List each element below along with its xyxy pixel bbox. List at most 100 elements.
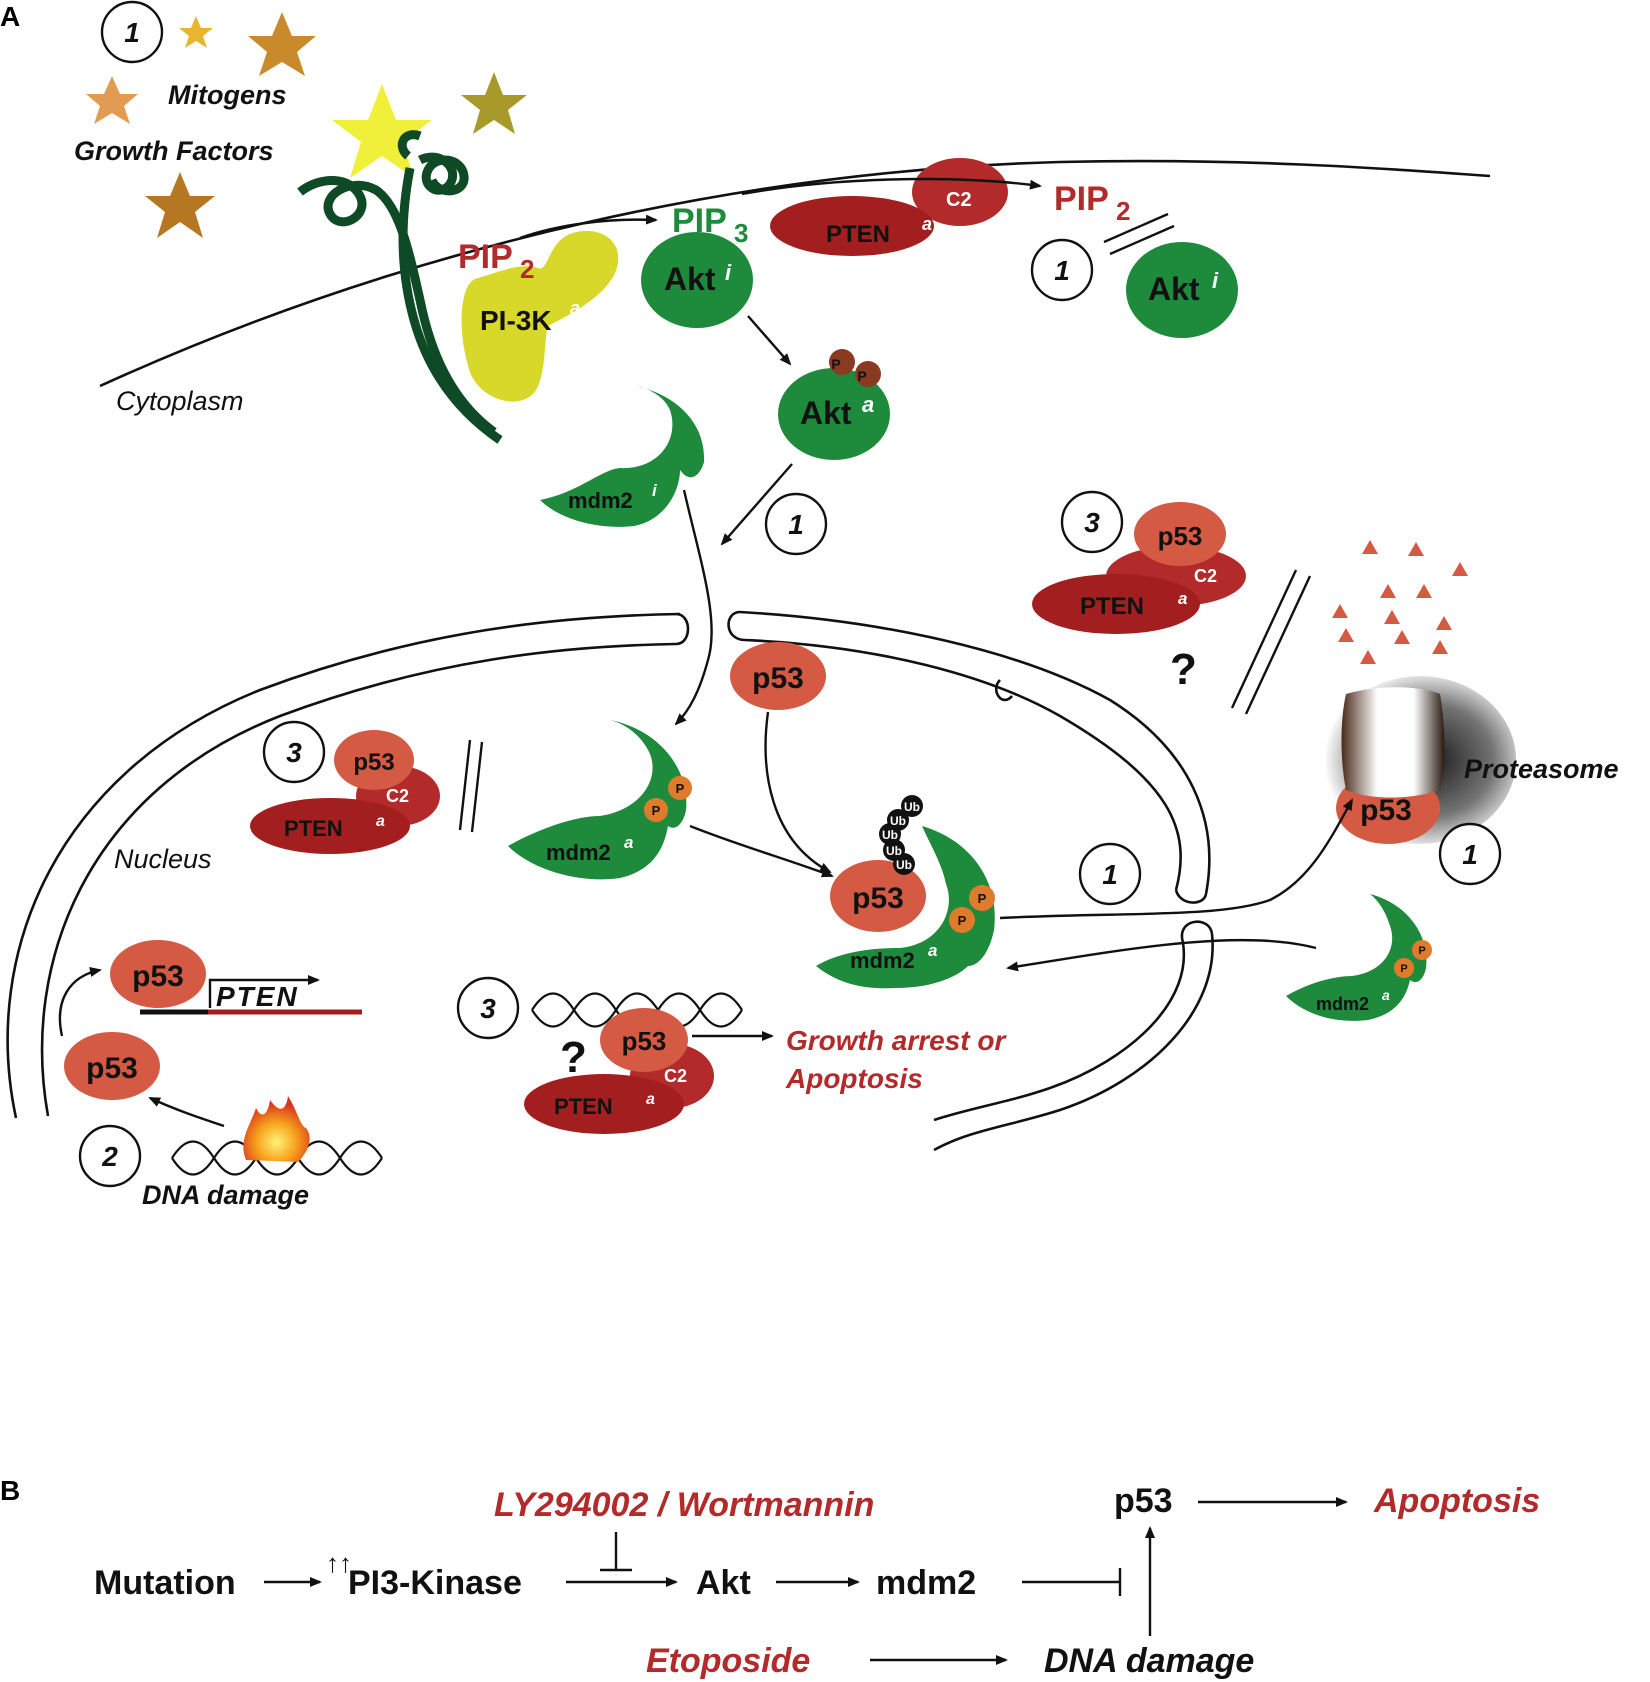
akt-b-label: Akt <box>696 1564 751 1602</box>
inhibitors-label: LY294002 / Wortmannin <box>494 1486 874 1524</box>
mdm2-recycled-label: mdm2 <box>1316 994 1369 1014</box>
arrow-pip2-to-pip3 <box>519 214 658 240</box>
cell-membrane <box>99 159 1491 388</box>
nuclear-envelope-right-inner <box>744 638 1182 891</box>
pten-cytoplasm-node <box>1032 574 1200 634</box>
phospho-p-icon <box>1412 940 1432 960</box>
p53-induced-label: p53 <box>86 1052 138 1085</box>
fire-icon <box>243 1096 310 1162</box>
arrow-akt-phosphorylates-mdm2 <box>720 463 793 546</box>
growth-factor-stars <box>86 12 527 238</box>
phospho-p-icon <box>644 798 668 822</box>
ubiquitin-chain: Ub Ub Ub Ub Ub <box>879 795 923 875</box>
mutation-label: Mutation <box>94 1564 236 1602</box>
phospho-label: P <box>652 803 661 818</box>
akt-inactive-right-node <box>1126 242 1238 338</box>
mdm2-b-label: mdm2 <box>876 1564 976 1602</box>
nuclear-envelope-inner <box>40 642 677 1117</box>
svg-text:1: 1 <box>1102 859 1118 890</box>
p53-dna-label: p53 <box>622 1026 667 1056</box>
p53-cytoplasm-label: p53 <box>1158 521 1203 551</box>
mdm2-complex-superscript: a <box>928 941 937 960</box>
pten-dna-superscript: a <box>646 1091 655 1108</box>
phospho-p-icon <box>949 907 975 933</box>
akt-active-node <box>778 368 890 460</box>
akt-active-label: Akt <box>800 395 852 431</box>
pten-dna-node <box>524 1074 684 1134</box>
arrow-mdm2-to-complex <box>689 824 834 878</box>
arrow-akt-activation <box>747 315 792 366</box>
star-icon <box>248 12 316 76</box>
c2-dna-label: C2 <box>664 1066 687 1086</box>
akt-inactive-node <box>641 232 753 328</box>
step-1-badge: 1 <box>764 492 828 556</box>
phospho-label: P <box>1400 963 1407 975</box>
p53-nucleus-complex-node <box>334 730 414 790</box>
apoptosis-b-label: Apoptosis <box>1373 1482 1540 1520</box>
p53-promoter-node <box>110 940 206 1008</box>
p53-dna-node <box>600 1008 688 1072</box>
nuclear-pore-right-cap-top <box>727 610 746 642</box>
phospho-label: P <box>857 368 866 384</box>
star-icon <box>86 76 138 124</box>
step-3-badge: 3 <box>1060 490 1124 554</box>
phospho-label: P <box>676 781 685 796</box>
arrow-mdm2-into-nucleus <box>674 489 713 726</box>
pi3k-superscript: a <box>570 298 580 318</box>
ub-label: Ub <box>904 800 920 814</box>
phospho-p-icon <box>668 776 692 800</box>
step-3-badge: 3 <box>262 720 326 784</box>
pten-cytoplasm-superscript: a <box>1178 589 1187 608</box>
mdm2-p53-complex-shape <box>816 826 995 989</box>
p53-cytoplasm-node <box>1134 502 1226 566</box>
transcription-start-arrow <box>208 975 320 1008</box>
apoptosis-a-label: Apoptosis <box>785 1063 923 1094</box>
proteasome-label: Proteasome <box>1464 754 1619 784</box>
svg-text:1: 1 <box>1462 839 1478 870</box>
receptor-tyrosine-kinase <box>297 130 503 444</box>
phospho-label: P <box>831 356 840 372</box>
p53-free-label: p53 <box>752 662 804 695</box>
pip2-right-label: PIP <box>1054 180 1109 218</box>
star-icon <box>179 16 213 48</box>
panel-b-letter: B <box>0 1475 20 1506</box>
arrow-pip3-to-pip2 <box>741 177 1042 196</box>
up-arrows-icon: ↑↑ <box>326 1548 352 1578</box>
ub-label: Ub <box>882 828 898 842</box>
proteasome-barrel <box>1341 687 1445 798</box>
dna-damage-b-label: DNA damage <box>1044 1642 1254 1680</box>
pten-nucleus-label: PTEN <box>284 816 343 841</box>
inhibition-block-proteasome <box>1230 569 1312 715</box>
nucleus-label: Nucleus <box>114 844 212 874</box>
svg-text:1: 1 <box>124 17 140 48</box>
p53-promoter-label: p53 <box>132 960 184 993</box>
phospho-p-icon <box>829 349 855 375</box>
step-3-badge: 3 <box>456 976 520 1040</box>
star-icon <box>461 72 527 134</box>
arrow-mdm2-recycled <box>1006 938 1317 972</box>
p53-nucleus-complex-label: p53 <box>353 749 394 776</box>
etoposide-label: Etoposide <box>646 1642 810 1680</box>
growth-factors-label: Growth Factors <box>74 136 274 166</box>
star-icon <box>145 172 215 238</box>
question-mark-dna: ? <box>560 1033 587 1082</box>
degradation-fragments <box>1332 540 1468 664</box>
star-icon <box>332 84 432 178</box>
growth-arrest-label: Growth arrest or <box>786 1025 1007 1056</box>
mdm2-active-superscript: a <box>624 833 633 852</box>
nuclear-envelope-outer <box>6 612 681 1119</box>
arrow-dna-damage-to-p53 <box>148 1096 225 1128</box>
svg-text:3: 3 <box>480 993 496 1024</box>
arrow-complex-to-proteasome <box>999 798 1354 920</box>
pten-membrane-complex <box>770 158 1008 256</box>
c2-cytoplasm-label: C2 <box>1194 566 1217 586</box>
p53-in-proteasome-label: p53 <box>1360 794 1412 827</box>
nuclear-envelope-lower-inner <box>933 937 1186 1122</box>
step-1-badge: 1 <box>1438 822 1502 886</box>
phospho-p-icon <box>969 885 995 911</box>
step-1-badge: 1 <box>1030 238 1094 302</box>
step-2-badge: 2 <box>78 1124 142 1188</box>
pten-membrane-superscript: a <box>922 214 932 234</box>
p53-free-node <box>730 642 826 710</box>
